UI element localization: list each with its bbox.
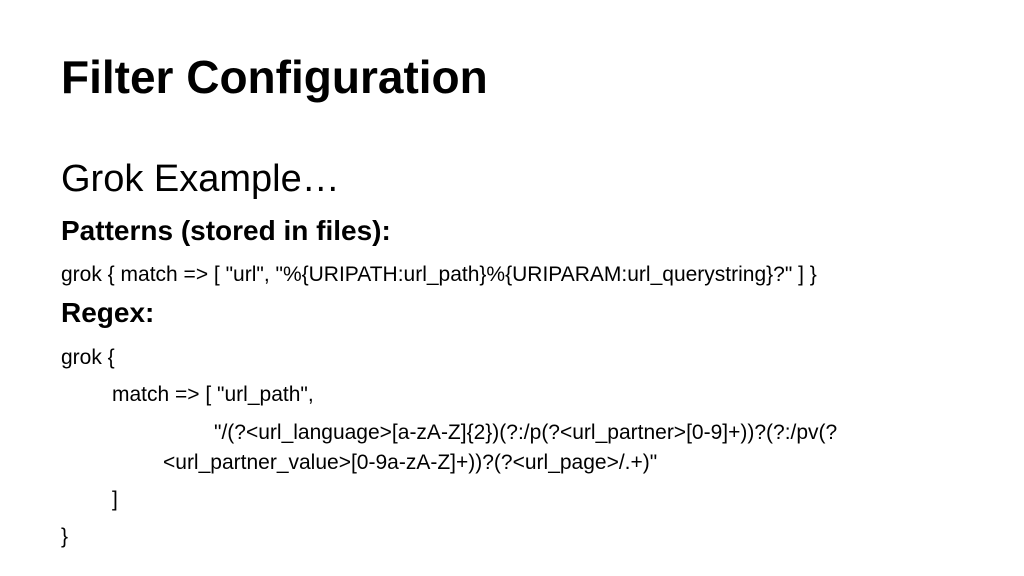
patterns-heading: Patterns (stored in files): — [61, 215, 391, 246]
patterns-code-line: grok { match => [ "url", "%{URIPATH:url_… — [61, 263, 817, 286]
slide-title: Filter Configuration — [61, 51, 488, 103]
regex-grok-open: grok { — [61, 346, 115, 369]
regex-pattern-line-2: <url_partner_value>[0-9a-zA-Z]+))?(?<url… — [163, 451, 658, 474]
regex-match-line: match => [ "url_path", — [112, 383, 314, 406]
regex-heading: Regex: — [61, 297, 155, 328]
regex-close-brace: } — [61, 525, 69, 548]
slide-subtitle: Grok Example… — [61, 158, 340, 200]
regex-close-bracket: ] — [112, 488, 118, 511]
regex-pattern-line-1: "/(?<url_language>[a-zA-Z]{2})(?:/p(?<ur… — [214, 421, 838, 444]
